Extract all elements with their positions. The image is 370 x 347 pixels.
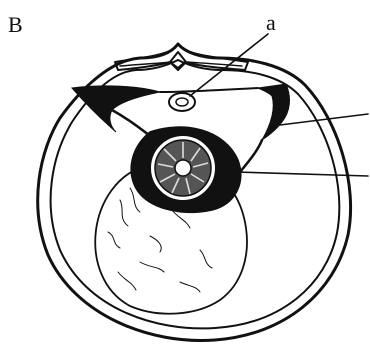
panel-label: B — [8, 12, 23, 37]
intestinal-tube — [131, 127, 241, 212]
callout-label-a: a — [266, 10, 276, 35]
dorsal-mesentery-left — [72, 86, 160, 132]
tube-lumen — [175, 160, 191, 176]
dorsal-mesentery-right — [258, 84, 289, 140]
